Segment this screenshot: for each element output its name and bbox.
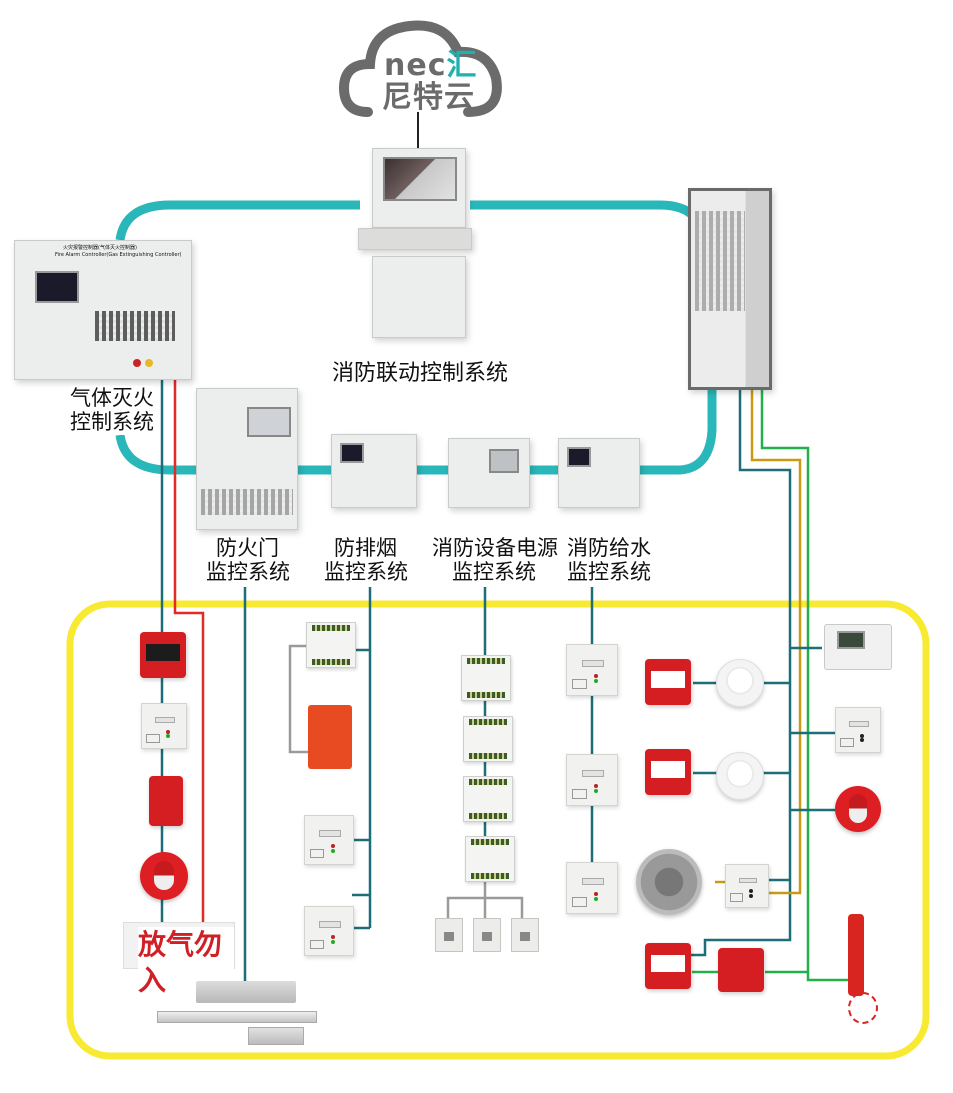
label-power-2: 监控系统 xyxy=(452,560,536,585)
ct-link xyxy=(446,880,524,920)
label-gas-system-2: 控制系统 xyxy=(70,410,154,435)
current-transformer-3 xyxy=(511,918,539,952)
cloud-logo-cn: 尼特云 xyxy=(382,80,475,115)
smoke-detector-2 xyxy=(716,752,764,800)
damper-link xyxy=(288,644,308,754)
abort-station-window xyxy=(146,643,180,662)
input-output-module xyxy=(141,703,187,749)
telephone-line xyxy=(760,385,850,982)
gas-controller-keypad xyxy=(95,311,175,341)
logo-en-accent: 汇 xyxy=(446,48,478,83)
linkage-console-cabinet xyxy=(372,256,466,338)
fire-telephone-cord xyxy=(848,992,878,1024)
control-cabinet[interactable] xyxy=(688,188,772,390)
label-water-2: 监控系统 xyxy=(567,560,651,585)
power-sensor-module-3 xyxy=(463,776,513,822)
sound-light-alarm xyxy=(140,852,188,900)
power-sensor-module-1 xyxy=(461,655,511,701)
label-fire-door-2: 监控系统 xyxy=(206,560,290,585)
water-supply-controller[interactable] xyxy=(558,438,640,508)
linkage-console-monitor[interactable] xyxy=(372,148,466,228)
cloud-logo-en: nec汇 xyxy=(384,40,478,84)
smoke-damper-monitor xyxy=(306,622,356,668)
label-smoke-2: 监控系统 xyxy=(324,560,408,585)
manual-abort-station[interactable] xyxy=(140,632,186,678)
backbone-ring-left xyxy=(115,434,200,475)
manual-call-point-2[interactable] xyxy=(645,749,691,795)
gas-controller-red-button[interactable] xyxy=(133,359,141,367)
current-transformer-1 xyxy=(435,918,463,952)
gas-controller-title-en: Fire Alarm Controller(Gas Extinguishing … xyxy=(55,252,182,258)
current-transformer-2 xyxy=(473,918,501,952)
fire-display-panel xyxy=(824,624,892,670)
water-pressure-monitor-3 xyxy=(566,862,618,914)
gas-controller-yellow-button[interactable] xyxy=(145,359,153,367)
manual-call-point-3[interactable] xyxy=(645,943,691,989)
fire-hydrant-button[interactable] xyxy=(718,948,764,992)
linkage-console-desk xyxy=(358,228,472,250)
power-monitor-screen xyxy=(489,449,519,473)
label-power-1: 消防设备电源 xyxy=(432,536,558,561)
gas-release-line xyxy=(173,380,205,935)
display-panel-lcd xyxy=(837,631,865,649)
door-closer xyxy=(157,1011,317,1023)
water-pressure-monitor-2 xyxy=(566,754,618,806)
water-pressure-monitor-1 xyxy=(566,644,618,696)
broadcast-module xyxy=(725,864,769,908)
cabinet-bus-line xyxy=(690,385,792,957)
gas-controller-title-cn: 火灾报警控制器(气体灭火控制器) xyxy=(63,245,137,251)
fire-telephone[interactable] xyxy=(848,914,864,996)
label-fire-door-1: 防火门 xyxy=(216,536,279,561)
label-gas-system-1: 气体灭火 xyxy=(70,386,154,411)
smoke-io-module-2 xyxy=(304,906,354,956)
electromagnetic-door-holder xyxy=(196,981,296,1003)
water-supply-lcd xyxy=(567,447,591,467)
logo-en-text: nec xyxy=(384,48,447,83)
power-sensor-module-4 xyxy=(465,836,515,882)
manual-call-point-1[interactable] xyxy=(645,659,691,705)
smoke-control-controller[interactable] xyxy=(331,434,417,508)
sound-light-alarm-right xyxy=(835,786,881,832)
fire-door-controller[interactable] xyxy=(196,388,298,530)
ceiling-speaker xyxy=(636,849,702,915)
backbone-ring-top xyxy=(115,200,360,241)
gas-release-indicator: 放气勿入 xyxy=(123,922,235,999)
fire-door-screen xyxy=(247,407,291,437)
backbone-top-right xyxy=(470,200,705,228)
door-closer-body xyxy=(248,1027,304,1045)
gas-controller-lcd xyxy=(35,271,79,303)
broadcast-line xyxy=(750,385,802,895)
smoke-bus xyxy=(352,587,372,930)
label-water-1: 消防给水 xyxy=(567,536,651,561)
power-sensor-module-2 xyxy=(463,716,513,762)
label-linkage-system: 消防联动控制系统 xyxy=(332,361,509,386)
backbone-ring-bottom xyxy=(290,385,717,475)
label-smoke-1: 防排烟 xyxy=(334,536,397,561)
smoke-control-lcd xyxy=(340,443,364,463)
emergency-start-stop-button[interactable] xyxy=(149,776,183,826)
console-screen xyxy=(383,157,457,201)
bus-branches xyxy=(693,646,835,882)
cloud-icon xyxy=(338,20,502,117)
smoke-detector-1 xyxy=(716,659,764,707)
io-module-right xyxy=(835,707,881,753)
smoke-damper-actuator xyxy=(308,705,352,769)
cabinet-rack-modules xyxy=(695,211,745,311)
field-device-frame xyxy=(66,600,930,1060)
fire-door-indicator-grid xyxy=(201,489,293,515)
power-monitor-controller[interactable] xyxy=(448,438,530,508)
gas-extinguishing-controller[interactable]: 火灾报警控制器(气体灭火控制器) Fire Alarm Controller(G… xyxy=(14,240,192,380)
smoke-io-module-1 xyxy=(304,815,354,865)
